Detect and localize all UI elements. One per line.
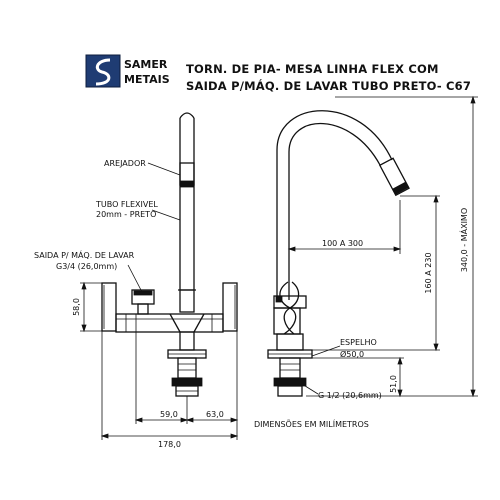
label-saida-line1: SAIDA P/ MÁQ. DE LAVAR — [34, 249, 135, 260]
dim-left-height-value: 58,0 — [72, 298, 81, 316]
brand-name-line2: METAIS — [124, 73, 170, 86]
dim-base: 59,0 63,0 178,0 — [100, 314, 239, 449]
side-view — [267, 110, 410, 397]
dim-base-right-value: 63,0 — [206, 410, 224, 419]
label-tubo-flexivel-line1: TUBO FLEXIVEL — [95, 200, 158, 209]
label-rosca: G 1/2 (20,6mm) — [318, 391, 382, 400]
product-title-line2: SAIDA P/MÁQ. DE LAVAR TUBO PRETO- C67 — [186, 78, 471, 93]
samer-metais-logo — [85, 54, 121, 88]
dim-reach-value: 100 A 300 — [322, 239, 363, 248]
label-saida-line2: G3/4 (26,0mm) — [56, 262, 117, 271]
label-arejador: AREJADOR — [104, 159, 146, 168]
dim-thread-height-value: 51,0 — [389, 375, 398, 393]
dim-total-width-value: 178,0 — [158, 440, 181, 449]
units-note: DIMENSÕES EM MILÍMETROS — [254, 418, 369, 429]
label-espelho-line1: ESPELHO — [340, 338, 377, 347]
label-tubo-flexivel-line2: 20mm - PRETO — [96, 210, 156, 219]
dim-left-height: 58,0 — [72, 281, 102, 333]
brand-name-line1: SAMER — [124, 58, 168, 71]
product-title-line1: TORN. DE PIA- MESA LINHA FLEX COM — [186, 62, 439, 76]
dim-spout-height: 160 A 230 — [312, 194, 440, 352]
dim-total-height: 340,0 - MÁXIMO — [306, 95, 478, 398]
dim-total-height-value: 340,0 - MÁXIMO — [458, 208, 469, 272]
dim-reach: 100 A 300 — [287, 200, 402, 254]
label-espelho-line2: Ø50,0 — [340, 349, 364, 359]
dim-base-left-value: 59,0 — [160, 410, 178, 419]
dim-spout-height-value: 160 A 230 — [424, 252, 433, 293]
dim-thread-height: 51,0 — [312, 356, 404, 398]
